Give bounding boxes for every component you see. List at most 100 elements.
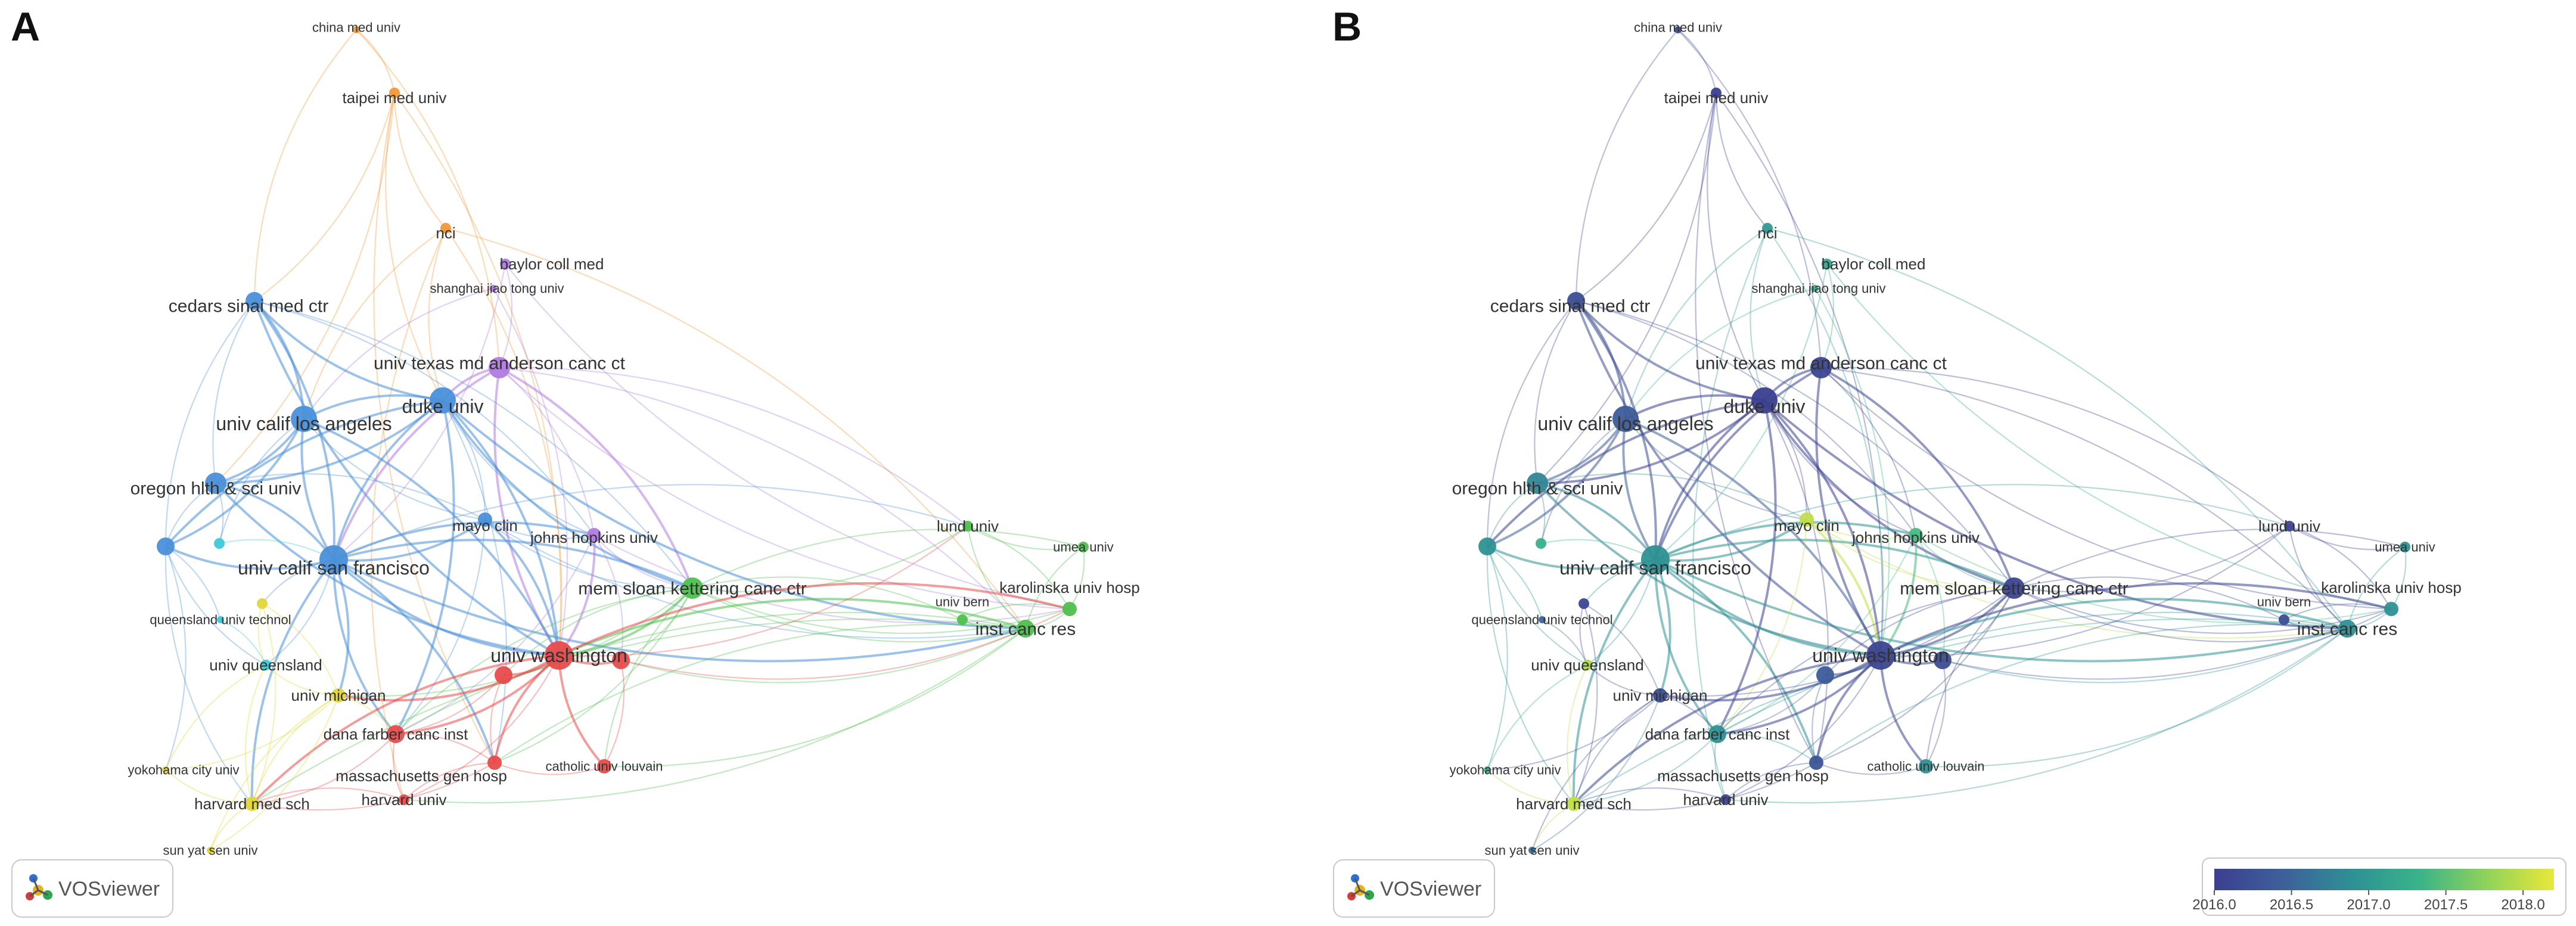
link-univ-calif-los-angeles-oregon-hlth-sci-univ <box>215 418 305 484</box>
node-label-yokohama-city-univ: yokohama city univ <box>128 763 239 778</box>
link-univ-calif-san-francisco-johns-hopkins-univ <box>1655 521 1916 561</box>
link-massachusetts-gen-hosp-harvard-univ <box>1725 762 1817 800</box>
link-univ-calif-los-angeles-oregon-hlth-sci-univ <box>1537 418 1627 484</box>
node-label-taipei-med-univ: taipei med univ <box>343 89 447 107</box>
node-label-mayo-clin: mayo clin <box>452 517 518 535</box>
node-karolinska-univ-hosp <box>2384 602 2398 616</box>
link-johns-hopkins-univ-mem-sloan-kettering-canc-ctr <box>1915 535 2015 589</box>
link-u2-univ-calif-san-francisco <box>219 539 334 560</box>
node-dana-farber-canc-inst <box>387 725 405 743</box>
link-univ-calif-san-francisco-univ-washington <box>333 558 560 657</box>
link-inst-canc-res-harvard-med-sch <box>1573 618 2348 804</box>
link-shanghai-jiao-tong-univ-univ-washington <box>493 288 568 656</box>
link-johns-hopkins-univ-u5 <box>593 535 624 661</box>
node-yokohama-city-univ <box>1484 766 1491 773</box>
link-u2-univ-calif-san-francisco <box>1540 539 1656 560</box>
link-univ-washington-harvard-med-sch <box>1573 654 1881 805</box>
link-taipei-med-univ-duke-univ <box>1707 92 1765 401</box>
node-label-univ-bern: univ bern <box>2257 595 2311 610</box>
node-catholic-univ-louvain <box>597 759 611 773</box>
node-label-yokohama-city-univ: yokohama city univ <box>1449 763 1561 778</box>
panel-letter-b: B <box>1332 4 1362 49</box>
node-umea-univ <box>1078 542 1089 552</box>
link-univ-washington-catholic-univ-louvain <box>558 655 605 767</box>
link-univ-texas-md-anderson-canc-ct-karolinska-univ-hosp <box>1820 367 2392 610</box>
node-label-massachusetts-gen-hosp: massachusetts gen hosp <box>1657 767 1829 785</box>
link-taipei-med-univ-nci <box>393 92 446 229</box>
panel-b-links <box>1486 29 2407 851</box>
node-label-inst-canc-res: inst canc res <box>2297 620 2397 639</box>
node-label-catholic-univ-louvain: catholic univ louvain <box>546 759 663 774</box>
node-label-harvard-med-sch: harvard med sch <box>194 795 310 813</box>
node-oregon-hlth-sci-univ <box>1527 473 1548 494</box>
link-univ-calif-san-francisco-inst-canc-res <box>1655 558 2348 663</box>
node-label-univ-queensland: univ queensland <box>209 656 322 674</box>
link-univ-texas-md-anderson-canc-ct-johns-hopkins-univ <box>499 367 595 536</box>
link-univ-washington-harvard-univ <box>403 655 560 801</box>
link-duke-univ-mem-sloan-kettering-canc-ctr <box>1763 399 2015 589</box>
node-label-univ-michigan: univ michigan <box>1613 686 1708 704</box>
node-label-cedars-sinai-med-ctr: cedars sinai med ctr <box>169 297 328 316</box>
link-shanghai-jiao-tong-univ-univ-washington <box>1814 288 1890 656</box>
node-label-inst-canc-res: inst canc res <box>975 620 1076 639</box>
link-univ-calif-san-francisco-mem-sloan-kettering-canc-ctr <box>333 539 693 589</box>
link-u5-karolinska-univ-hosp <box>1942 608 2392 680</box>
node-univ-queensland <box>1582 660 1593 670</box>
link-johns-hopkins-univ-u5 <box>1915 535 1946 661</box>
link-univ-calif-los-angeles-univ-washington <box>1625 418 1882 656</box>
link-mayo-clin-johns-hopkins-univ <box>484 519 595 540</box>
link-u4-massachusetts-gen-hosp <box>1811 675 1826 763</box>
link-nci-univ-washington <box>445 228 563 656</box>
link-nci-univ-washington <box>1767 228 1884 656</box>
link-cedars-sinai-med-ctr-univ-washington <box>1575 300 1881 657</box>
link-inst-canc-res-univ-washington <box>1880 598 2348 657</box>
link-u5-karolinska-univ-hosp <box>620 608 1070 680</box>
node-label-univ-calif-los-angeles: univ calif los angeles <box>1537 413 1713 434</box>
node-u5 <box>1934 651 1952 669</box>
link-johns-hopkins-univ-karolinska-univ-hosp <box>1915 535 2392 624</box>
link-u1-yokohama-city-univ <box>1486 546 1508 770</box>
link-mayo-clin-inst-canc-res <box>484 519 1026 639</box>
node-johns-hopkins-univ <box>1909 528 1923 542</box>
node-univ-washington <box>1866 641 1895 670</box>
node-label-china-med-univ: china med univ <box>1634 20 1722 35</box>
link-univ-calif-los-angeles-univ-calif-san-francisco <box>300 418 335 561</box>
link-mem-sloan-kettering-canc-ctr-karolinska-univ-hosp <box>692 587 1070 634</box>
link-univ-calif-san-francisco-mayo-clin <box>333 518 486 562</box>
color-bar-tick-label: 2018.0 <box>2501 897 2544 913</box>
link-u1-univ-calif-san-francisco <box>1487 545 1656 570</box>
link-duke-univ-univ-washington <box>442 399 560 656</box>
link-univ-calif-san-francisco-univ-washington <box>1654 558 1881 657</box>
node-label-univ-queensland: univ queensland <box>1531 656 1643 674</box>
link-u4-dana-farber-canc-inst <box>1717 675 1826 735</box>
node-label-mem-sloan-kettering-canc-ctr: mem sloan kettering canc ctr <box>578 579 806 599</box>
link-duke-univ-dana-farber-canc-inst <box>1716 400 1777 735</box>
link-univ-calif-san-francisco-harvard-med-sch <box>250 558 335 804</box>
node-u4 <box>1816 666 1834 684</box>
link-univ-washington-karolinska-univ-hosp <box>1880 582 2392 657</box>
link-univ-texas-md-anderson-canc-ct-lund-univ <box>499 366 968 527</box>
link-u3-univ-queensland <box>1579 603 1589 666</box>
node-umea-univ <box>2400 542 2410 552</box>
node-u5 <box>612 651 630 669</box>
link-harvard-univ-harvard-med-sch <box>251 787 405 805</box>
link-u1-univ-queensland <box>1486 546 1588 666</box>
node-label-shanghai-jiao-tong-univ: shanghai jiao tong univ <box>1751 281 1885 296</box>
link-cedars-sinai-med-ctr-univ-calif-san-francisco <box>253 300 335 560</box>
node-u3 <box>1578 598 1589 609</box>
panel-a-links <box>164 29 1085 851</box>
link-mayo-clin-univ-washington <box>1806 518 1882 656</box>
link-univ-calif-san-francisco-massachusetts-gen-hosp <box>333 558 496 763</box>
link-cedars-sinai-med-ctr-mem-sloan-kettering-canc-ctr <box>1576 300 2015 589</box>
link-inst-canc-res-massachusetts-gen-hosp <box>1816 623 2348 763</box>
node-oregon-hlth-sci-univ <box>205 473 226 494</box>
link-baylor-coll-med-karolinska-univ-hosp <box>1826 263 2392 610</box>
link-china-med-univ-cedars-sinai-med-ctr <box>1575 29 1679 302</box>
link-umea-univ-inst-canc-res <box>2346 546 2406 629</box>
node-univ-michigan <box>331 688 346 703</box>
node-label-univ-michigan: univ michigan <box>291 686 386 704</box>
link-mayo-clin-dana-farber-canc-inst <box>395 519 486 735</box>
